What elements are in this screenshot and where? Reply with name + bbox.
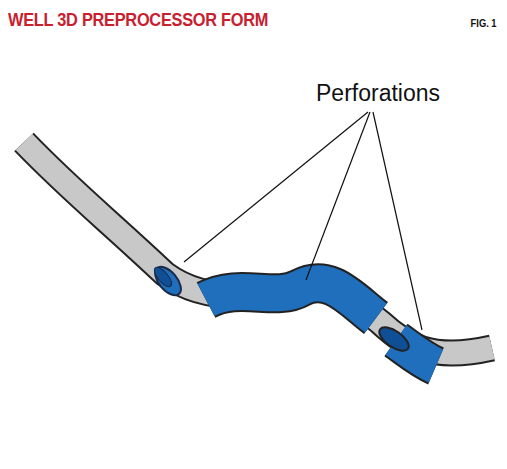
perforation-ring — [150, 262, 186, 300]
leader-line — [373, 112, 422, 330]
page-title: WELL 3D PREPROCESSOR FORM — [8, 9, 268, 31]
part-label: Perforations — [316, 80, 440, 107]
perforation-band-short — [375, 323, 436, 366]
well-pipe — [24, 142, 492, 353]
pipe-body — [24, 142, 492, 353]
pipe-outline — [24, 142, 492, 353]
perforation-band-long — [206, 283, 376, 318]
figure-number: FIG. 1 — [471, 17, 497, 29]
leader-line — [184, 112, 368, 262]
leader-line — [306, 112, 370, 280]
leader-lines — [184, 112, 422, 330]
